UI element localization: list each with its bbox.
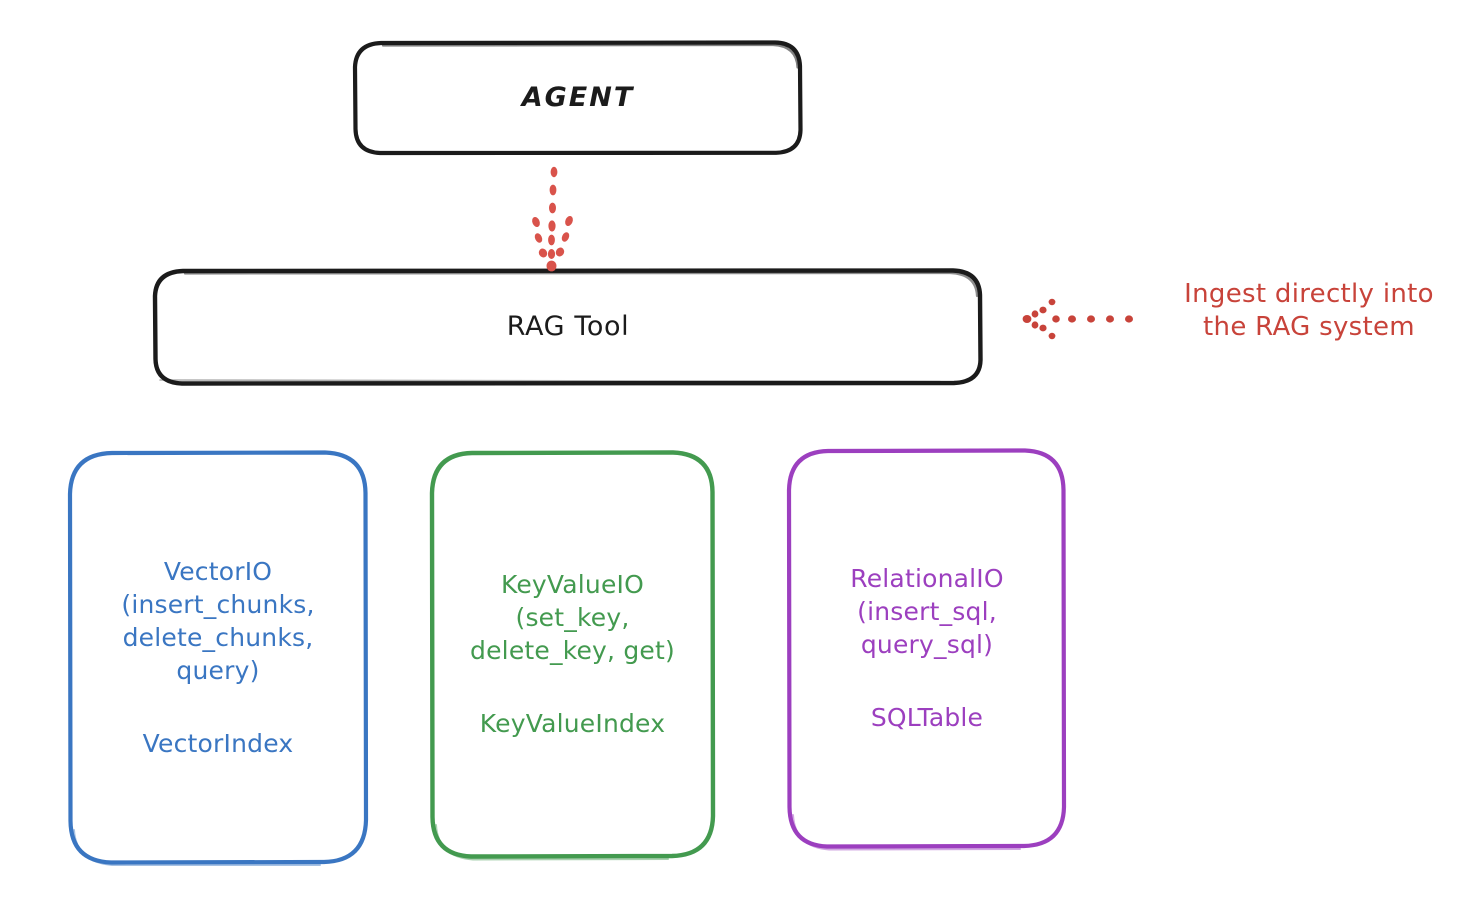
agent-node[interactable]: AGENT: [355, 42, 801, 154]
rag-tool-node[interactable]: RAG Tool: [155, 270, 981, 384]
sql-table-label: SQLTable: [870, 703, 984, 732]
vector-io-interface-label: VectorIO (insert_chunks, delete_chunks, …: [121, 557, 315, 685]
rag-tool-node-label: RAG Tool: [506, 310, 630, 342]
relational-io-node[interactable]: RelationalIO (insert_sql, query_sql) SQL…: [790, 450, 1064, 846]
agent-to-rag-connector-arrow: [532, 166, 573, 272]
agent-node-label: AGENT: [521, 81, 635, 113]
keyvalue-io-interface-label: KeyValueIO (set_key, delete_key, get): [470, 570, 675, 665]
keyvalue-index-label: KeyValueIndex: [479, 709, 666, 738]
vector-index-label: VectorIndex: [142, 729, 294, 758]
keyvalue-io-node[interactable]: KeyValueIO (set_key, delete_key, get) Ke…: [432, 452, 713, 856]
ingest-annotation-arrow: [1022, 298, 1133, 340]
relational-io-interface-label: RelationalIO (insert_sql, query_sql): [850, 564, 1004, 659]
ingest-annotation-label: Ingest directly into the RAG system: [1184, 279, 1434, 342]
vector-io-node[interactable]: VectorIO (insert_chunks, delete_chunks, …: [70, 452, 366, 863]
